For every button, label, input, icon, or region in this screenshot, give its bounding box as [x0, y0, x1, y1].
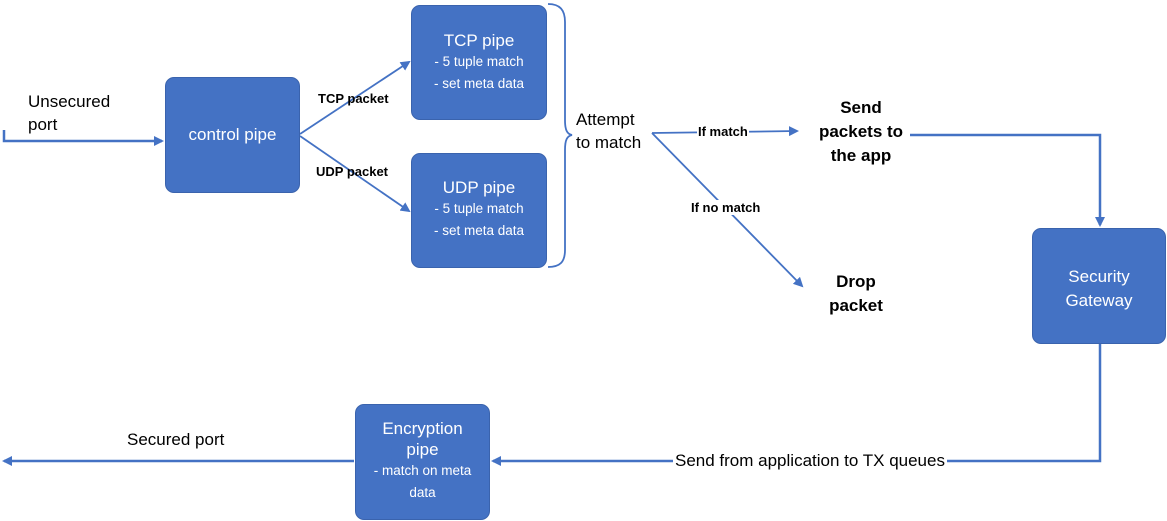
arrow-control-to-tcp: [299, 60, 411, 135]
arrow-control-to-udp: [299, 135, 411, 213]
encryption-line-1: - match on meta: [373, 463, 472, 478]
arrow-app-to-gateway: [910, 133, 1105, 227]
attempt-line-1: Attempt: [576, 110, 635, 129]
encryption-line-2: data: [409, 485, 436, 500]
control-pipe-label: control pipe: [188, 125, 277, 144]
tcp-pipe-line-2: - set meta data: [433, 76, 525, 91]
unsecured-line-1: Unsecured: [28, 92, 111, 111]
encryption-title-1: Encryption: [382, 419, 463, 438]
secured-port-label: Secured port: [127, 430, 225, 449]
gateway-line-2: Gateway: [1065, 291, 1133, 310]
arrow-unsecured-to-control: [2, 130, 164, 146]
arrow-gateway-to-encryption: [491, 344, 1102, 466]
if-match-label: If match: [697, 124, 749, 139]
tcp-pipe-box: TCP pipe - 5 tuple match - set meta data: [411, 5, 547, 120]
send-line-1: Send: [840, 98, 882, 117]
send-line-2: packets to: [818, 122, 904, 141]
unsecured-port-label: Unsecured port: [28, 90, 110, 136]
tcp-pipe-line-1: - 5 tuple match: [434, 54, 524, 69]
attempt-line-2: to match: [576, 133, 642, 152]
encryption-title-2: pipe: [406, 440, 439, 459]
brace: [547, 3, 573, 268]
tcp-packet-label: TCP packet: [318, 91, 389, 106]
security-gateway-box: Security Gateway: [1032, 228, 1166, 344]
tcp-pipe-title: TCP pipe: [443, 31, 515, 50]
udp-pipe-box: UDP pipe - 5 tuple match - set meta data: [411, 153, 547, 268]
encryption-pipe-box: Encryption pipe - match on meta data: [355, 404, 490, 520]
unsecured-line-2: port: [28, 115, 58, 134]
send-line-3: the app: [830, 146, 892, 165]
gateway-line-1: Security: [1068, 267, 1130, 286]
send-to-app-label: Send packets to the app: [816, 96, 906, 168]
udp-pipe-line-2: - set meta data: [433, 223, 525, 238]
drop-line-2: packet: [829, 296, 883, 315]
send-to-tx-label: Send from application to TX queues: [673, 451, 947, 471]
drop-packet-label: Drop packet: [816, 270, 896, 318]
control-pipe-box: control pipe: [165, 77, 300, 193]
drop-line-1: Drop: [836, 272, 876, 291]
udp-packet-label: UDP packet: [316, 164, 389, 179]
if-no-match-label: If no match: [690, 200, 762, 215]
attempt-to-match-label: Attempt to match: [576, 108, 641, 154]
udp-pipe-line-1: - 5 tuple match: [434, 201, 524, 216]
udp-pipe-title: UDP pipe: [442, 178, 516, 197]
